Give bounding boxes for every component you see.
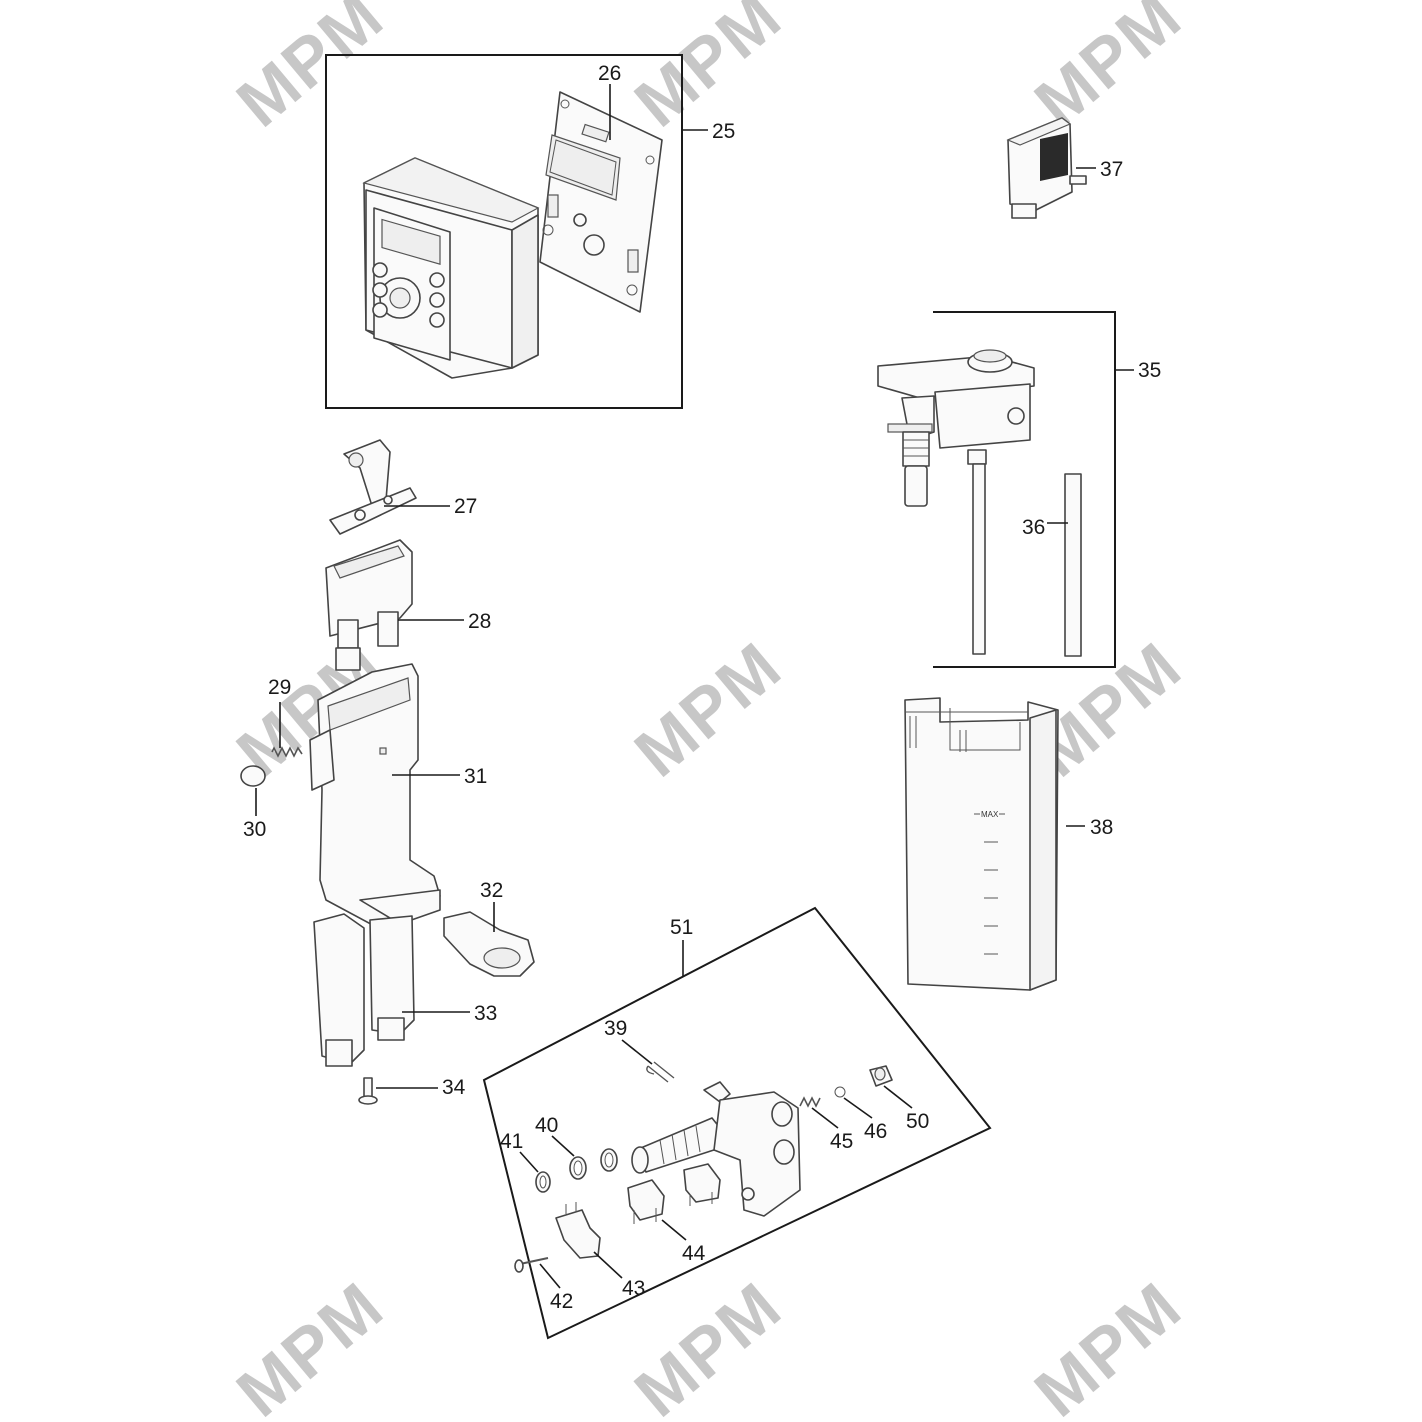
callout-44: 44 bbox=[682, 1242, 706, 1265]
callout-37: 37 bbox=[1100, 158, 1123, 181]
callout-42: 42 bbox=[550, 1290, 573, 1313]
leader-44 bbox=[661, 1219, 687, 1241]
callout-38: 38 bbox=[1090, 816, 1113, 839]
part-45-spring[interactable]: 45 bbox=[799, 1096, 853, 1153]
part-27-bracket[interactable]: 27 bbox=[329, 439, 477, 535]
part-35-tank-lid-assembly[interactable]: 36 35 bbox=[877, 311, 1161, 668]
leader-50 bbox=[883, 1085, 913, 1109]
part-38-water-tank[interactable]: MAX 38 bbox=[904, 697, 1113, 991]
callout-43: 43 bbox=[622, 1277, 645, 1300]
callout-31: 31 bbox=[464, 765, 487, 788]
control-pcb bbox=[539, 91, 663, 313]
group-frame-35 bbox=[933, 311, 1116, 668]
callout-39: 39 bbox=[604, 1017, 627, 1040]
part-29-spring[interactable]: 29 bbox=[268, 676, 303, 758]
callout-33: 33 bbox=[474, 1002, 497, 1025]
part-43-microswitch[interactable]: 43 bbox=[555, 1202, 645, 1300]
callout-28: 28 bbox=[468, 610, 491, 633]
part-46-ball[interactable]: 46 bbox=[834, 1086, 887, 1143]
watermark: MPM bbox=[1021, 0, 1196, 141]
watermark: MPM bbox=[223, 1267, 398, 1422]
part-40-o-ring[interactable]: 40 bbox=[535, 1114, 618, 1180]
callout-26: 26 bbox=[598, 62, 621, 85]
callout-29: 29 bbox=[268, 676, 291, 699]
watermark: MPM bbox=[621, 627, 796, 791]
leader-41 bbox=[519, 1151, 539, 1173]
part-41-o-ring[interactable]: 41 bbox=[500, 1130, 551, 1193]
leader-45 bbox=[811, 1107, 839, 1129]
callout-35: 35 bbox=[1138, 359, 1161, 382]
watermark: MPM bbox=[621, 0, 796, 141]
callout-45: 45 bbox=[830, 1130, 853, 1153]
callout-46: 46 bbox=[864, 1120, 887, 1143]
callout-51: 51 bbox=[670, 916, 693, 939]
callout-25: 25 bbox=[712, 120, 735, 143]
part-30-cap[interactable]: 30 bbox=[240, 765, 266, 841]
leader-39 bbox=[621, 1039, 653, 1065]
callout-34: 34 bbox=[442, 1076, 466, 1099]
watermark: MPM bbox=[1021, 1267, 1196, 1422]
part-31-drip-body[interactable]: 31 bbox=[309, 647, 487, 931]
part-25-control-panel-group[interactable]: 26 25 bbox=[325, 54, 735, 409]
part-42-pin[interactable]: 42 bbox=[514, 1257, 573, 1313]
leader-46 bbox=[843, 1097, 873, 1119]
callout-36: 36 bbox=[1022, 516, 1045, 539]
control-panel-housing bbox=[362, 157, 540, 379]
tank-max-label: MAX bbox=[981, 810, 999, 819]
callout-40: 40 bbox=[535, 1114, 558, 1137]
part-28-holder[interactable]: 28 bbox=[325, 539, 491, 649]
callout-32: 32 bbox=[480, 879, 503, 902]
leader-42 bbox=[539, 1263, 561, 1289]
leader-40 bbox=[551, 1135, 575, 1157]
part-50-bush[interactable]: 50 bbox=[869, 1065, 929, 1133]
part-51-valve-kit-group[interactable]: 51 39 45 bbox=[482, 906, 992, 1340]
group-frame-25 bbox=[325, 54, 683, 409]
valve-body bbox=[631, 1081, 801, 1217]
callout-41: 41 bbox=[500, 1130, 523, 1153]
watermark: MPM bbox=[223, 0, 398, 141]
part-32-plate[interactable]: 32 bbox=[443, 879, 535, 977]
leader-43 bbox=[593, 1251, 623, 1279]
part-33-base-support[interactable]: 33 bbox=[313, 913, 497, 1067]
callout-27: 27 bbox=[454, 495, 477, 518]
group-frame-51 bbox=[482, 906, 992, 1340]
part-37-spout-cap[interactable]: 37 bbox=[1006, 117, 1123, 219]
part-39-clip[interactable]: 39 bbox=[604, 1017, 675, 1083]
callout-30: 30 bbox=[243, 818, 266, 841]
part-34-screw[interactable]: 34 bbox=[358, 1076, 466, 1105]
part-44-microswitch[interactable]: 44 bbox=[627, 1163, 721, 1265]
callout-50: 50 bbox=[906, 1110, 929, 1133]
